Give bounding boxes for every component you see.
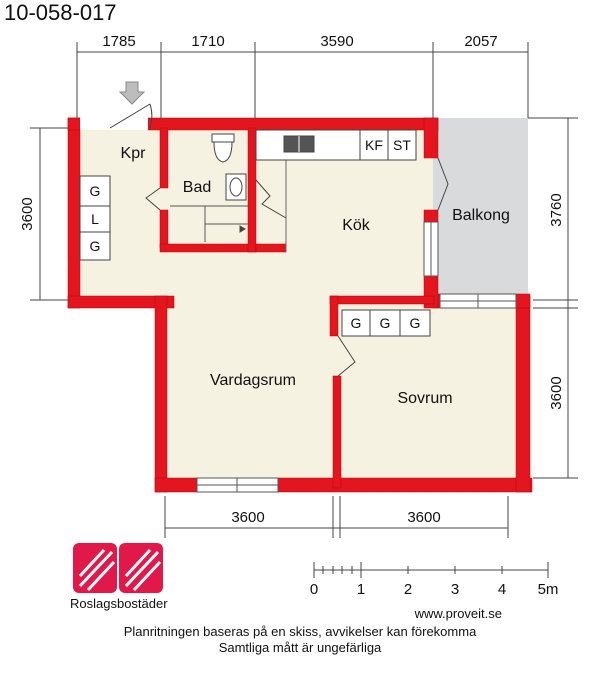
room-label-kitchen: Kök (342, 217, 371, 234)
dim-bottom-2: 3600 (407, 509, 440, 526)
dim-right-1: 3760 (548, 193, 565, 226)
bathroom-fixtures (170, 133, 248, 242)
windows (196, 221, 517, 493)
floors (77, 118, 528, 478)
room-label-hall: Kpr (121, 145, 147, 162)
disclaimer-line-2: Samtliga mått är ungefärliga (218, 640, 382, 655)
dim-left-1: 3600 (19, 197, 36, 230)
room-label-balcony: Balkong (452, 207, 510, 224)
dim-top-2: 1710 (191, 33, 224, 50)
scale-label-4: 4 (498, 581, 506, 598)
scale-bar (313, 562, 549, 578)
doors (80, 103, 449, 377)
top-dimensions (76, 42, 529, 118)
scale-label-1: 1 (357, 581, 365, 598)
fridge-freezer-label: KF (365, 137, 383, 153)
website-link: www.proveit.se (414, 606, 502, 621)
plan-id: 10-058-017 (4, 0, 117, 25)
entrance-arrow-icon (118, 81, 146, 105)
hall-wardrobe-3: G (90, 238, 101, 254)
disclaimer-line-1: Planritningen baseras på en skiss, avvik… (123, 624, 477, 639)
hall-wardrobe-2: L (91, 211, 99, 227)
dim-top-3: 3590 (320, 33, 353, 50)
room-label-bath: Bad (183, 179, 211, 196)
scale-label-3: 3 (451, 581, 459, 598)
bedroom-wardrobe-3: G (410, 315, 421, 331)
roslagsbostader-logo (73, 543, 163, 593)
room-label-bedroom: Sovrum (397, 390, 452, 407)
hall-wardrobes (79, 175, 111, 261)
dim-top-1: 1785 (102, 33, 135, 50)
right-dimensions (528, 117, 578, 479)
bottom-dimensions (164, 496, 509, 538)
toilet-icon (211, 133, 235, 163)
dim-bottom-1: 3600 (231, 509, 264, 526)
scale-label-2: 2 (404, 581, 412, 598)
kitchen-counter (255, 129, 417, 161)
bedroom-wardrobes (341, 309, 431, 337)
dim-right-2: 3600 (548, 376, 565, 409)
scale-label-0: 0 (310, 581, 318, 598)
stove-label: ST (393, 137, 411, 153)
scale-label-5: 5m (538, 581, 559, 598)
room-label-living: Vardagsrum (210, 372, 296, 389)
dim-top-4: 2057 (464, 33, 497, 50)
left-dimensions (30, 127, 75, 301)
bedroom-wardrobe-1: G (351, 315, 362, 331)
hall-wardrobe-1: G (90, 183, 101, 199)
brand-name: Roslagsbostäder (70, 596, 168, 611)
bedroom-wardrobe-2: G (380, 315, 391, 331)
